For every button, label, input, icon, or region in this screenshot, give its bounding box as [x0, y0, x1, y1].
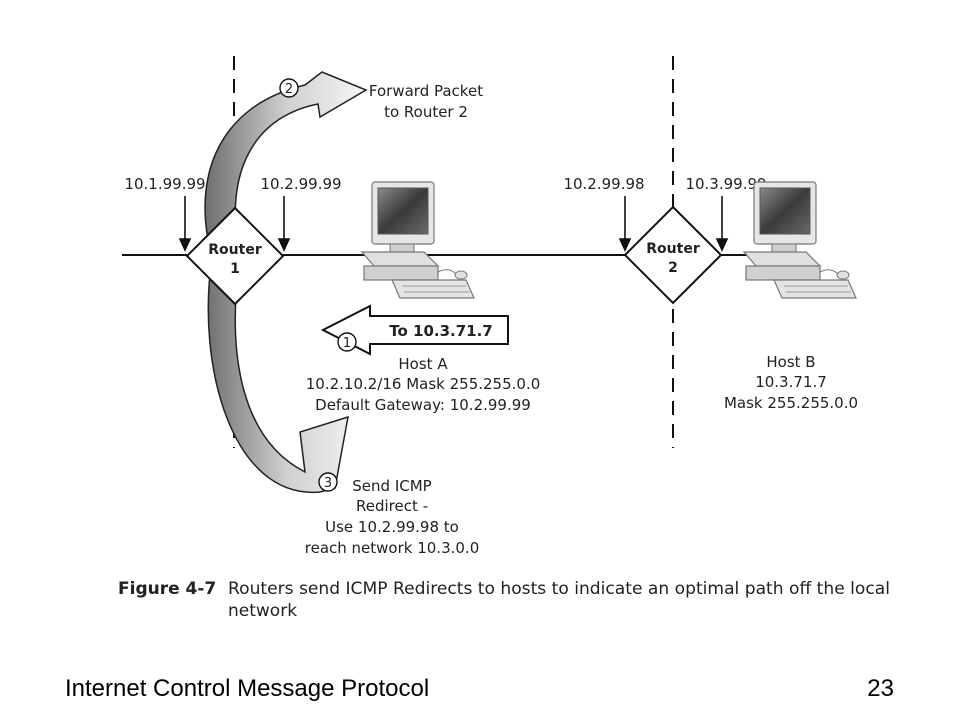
router-1-label-line2: 1: [230, 261, 240, 277]
router1-right-ip-label: 10.2.99.99: [260, 175, 341, 193]
host-b-computer-icon: [724, 181, 857, 299]
host-a-computer-icon: [352, 181, 475, 299]
step3-number: 3: [324, 476, 332, 491]
figure-caption-label: Figure 4-7: [118, 579, 216, 599]
router-2-label-line2: 2: [668, 260, 678, 276]
host-b-name: Host B: [766, 353, 815, 371]
slide-footer-title: Internet Control Message Protocol: [65, 675, 430, 702]
step2-description: Forward Packet to Router 2: [369, 82, 483, 121]
step3-line-2: Redirect -: [356, 497, 428, 515]
slide-page-number: 23: [867, 675, 894, 702]
step1-number-badge: 1: [337, 332, 357, 352]
router2-right-ip-label: 10.3.99.99: [685, 175, 766, 193]
step3-line-3: Use 10.2.99.98 to: [325, 518, 459, 536]
router-1: Router 1: [185, 206, 285, 306]
host-b-description: Host B 10.3.71.7 Mask 255.255.0.0: [724, 353, 858, 412]
step2-number-badge: 2: [279, 78, 299, 98]
router2-left-ip-label: 10.2.99.98: [563, 175, 644, 193]
step3-number-badge: 3: [318, 472, 338, 492]
host-a-address: 10.2.10.2/16 Mask 255.255.0.0: [306, 375, 541, 393]
host-a-description: Host A 10.2.10.2/16 Mask 255.255.0.0 Def…: [306, 355, 541, 414]
router-2: Router 2: [623, 205, 723, 305]
figure-caption: Figure 4-7 Routers send ICMP Redirects t…: [118, 579, 890, 621]
step3-line-1: Send ICMP: [352, 477, 431, 495]
router-2-label-line1: Router: [646, 241, 700, 257]
figure-caption-line-2: network: [228, 601, 297, 621]
host-a-name: Host A: [398, 355, 448, 373]
step1-packet-arrow: To 10.3.71.7: [320, 304, 509, 356]
step2-number: 2: [285, 82, 293, 97]
host-a-gateway: Default Gateway: 10.2.99.99: [315, 396, 531, 414]
host-b-address: 10.3.71.7: [755, 373, 827, 391]
interface-pointer-arrows: [178, 196, 729, 252]
figure-caption-line-1: Routers send ICMP Redirects to hosts to …: [228, 579, 890, 599]
host-b-mask: Mask 255.255.0.0: [724, 394, 858, 412]
step2-line-2: to Router 2: [384, 103, 468, 121]
step2-line-1: Forward Packet: [369, 82, 483, 100]
step3-line-4: reach network 10.3.0.0: [305, 539, 480, 557]
router1-left-ip-label: 10.1.99.99: [124, 175, 205, 193]
step1-number: 1: [343, 336, 351, 351]
step3-description: Send ICMP Redirect - Use 10.2.99.98 to r…: [305, 477, 480, 557]
step1-arrow-label: To 10.3.71.7: [389, 322, 492, 340]
router-1-label-line1: Router: [208, 242, 262, 258]
